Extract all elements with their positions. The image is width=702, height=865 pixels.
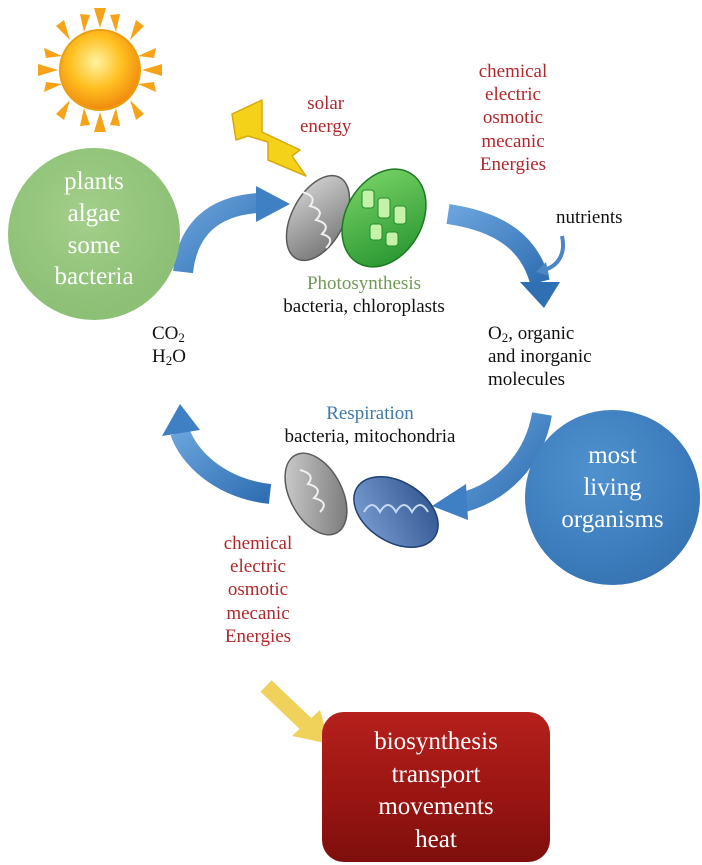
solar-energy-label: solar energy — [300, 92, 351, 138]
outputs-line: and inorganic — [488, 346, 592, 368]
co2-text: CO — [152, 323, 179, 344]
photosynthesis-subtitle: bacteria, chloroplasts — [283, 296, 445, 318]
chloroplast-icon — [341, 168, 427, 268]
inputs-label: CO2 H2O — [152, 322, 186, 368]
solar-energy-line: energy — [300, 116, 352, 138]
o2-text: O — [488, 323, 502, 344]
producers-line: algae — [67, 199, 121, 227]
energy-type: chemical — [478, 61, 548, 82]
co2-subscript: 2 — [178, 330, 185, 346]
solar-energy-line: solar — [307, 93, 345, 114]
energy-type: electric — [485, 84, 541, 106]
energies-top-label: chemical electric osmotic mecanic Energi… — [464, 60, 562, 176]
nutrients-arrow — [536, 235, 565, 276]
respiration-title: Respiration — [326, 403, 414, 424]
h2o-label: H2O — [152, 345, 186, 368]
uses-line: transport — [391, 760, 481, 788]
sun-icon — [38, 8, 162, 132]
nutrients-label: nutrients — [556, 207, 623, 228]
cycle-arrow-respiration-to-inputs — [162, 404, 272, 504]
energy-type: mecanic — [481, 130, 545, 152]
h2o-text-end: O — [172, 346, 186, 368]
producers-line: bacteria — [54, 263, 134, 291]
energy-type: electric — [230, 556, 286, 578]
o2-line: O2, organic — [488, 322, 592, 345]
producers-line: some — [67, 231, 121, 259]
uses-line: heat — [415, 825, 457, 853]
producers-circle: plants algae some bacteria — [8, 148, 180, 320]
photosynthesis-label: Photosynthesis bacteria, chloroplasts — [248, 272, 480, 318]
energy-type: chemical — [223, 533, 293, 554]
energy-uses-box: biosynthesis transport movements heat — [322, 712, 550, 862]
consumers-line: organisms — [561, 505, 664, 533]
respiration-label: Respiration bacteria, mitochondria — [254, 402, 486, 448]
h2o-subscript: 2 — [165, 353, 173, 369]
energy-type: Energies — [479, 153, 547, 175]
energies-bottom-label: chemical electric osmotic mecanic Energi… — [208, 532, 308, 648]
o2-subscript: 2 — [501, 330, 509, 346]
consumers-line: most — [588, 442, 637, 469]
output-arrow — [260, 680, 330, 744]
uses-line: movements — [378, 793, 494, 820]
energy-type: Energies — [224, 625, 292, 647]
outputs-label: O2, organic and inorganic molecules — [488, 322, 592, 392]
consumers-circle: most living organisms — [525, 410, 700, 585]
respiration-subtitle: bacteria, mitochondria — [284, 426, 456, 448]
outputs-line: molecules — [488, 369, 566, 391]
energy-type: osmotic — [227, 579, 289, 601]
mitochondrion-icon-blue — [353, 476, 439, 548]
producers-line: plants — [64, 168, 124, 195]
mitochondrion-icon-top — [285, 174, 351, 262]
energy-type: mecanic — [226, 602, 290, 624]
photosynthesis-title: Photosynthesis — [306, 273, 422, 294]
co2-label: CO2 — [152, 322, 186, 345]
mitochondrion-icon-bottom-grey — [284, 452, 348, 536]
uses-line: biosynthesis — [374, 728, 498, 755]
energy-type: osmotic — [482, 107, 544, 129]
h2o-text: H — [152, 346, 166, 368]
lightning-icon — [231, 99, 307, 177]
cycle-arrow-outputs-to-respiration — [432, 412, 552, 520]
cycle-arrow-producers — [173, 186, 290, 274]
o2-rest: , organic — [508, 323, 575, 344]
cycle-arrow-to-outputs — [446, 204, 560, 308]
consumers-line: living — [583, 473, 642, 501]
